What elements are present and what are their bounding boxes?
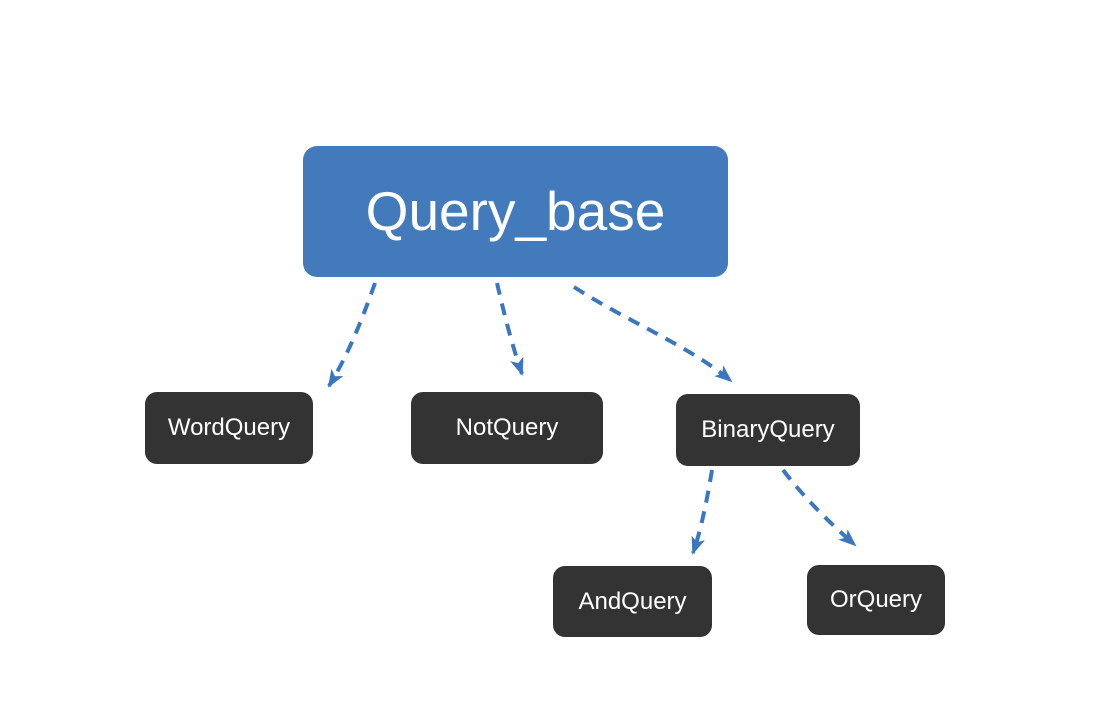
node-not-query: NotQuery [411,392,603,464]
edge-binary-query-to-or-query [781,468,857,547]
edge-query-base-to-not-query [495,282,524,376]
edge-query-base-to-binary-query [572,285,733,383]
node-and-query: AndQuery [553,566,712,637]
edge-binary-query-to-and-query [691,469,714,555]
node-not-query-label: NotQuery [455,414,559,441]
edge-query-base-to-word-query [327,282,377,388]
node-word-query: WordQuery [145,392,313,464]
node-query-base: Query_base [303,146,728,277]
node-or-query-label: OrQuery [829,586,922,613]
node-word-query-label: WordQuery [167,414,291,441]
node-or-query: OrQuery [807,565,945,635]
node-and-query-label: AndQuery [578,587,687,615]
node-binary-query: BinaryQuery [676,394,860,466]
node-binary-query-label: BinaryQuery [701,416,835,443]
node-query-base-label: Query_base [365,180,666,242]
